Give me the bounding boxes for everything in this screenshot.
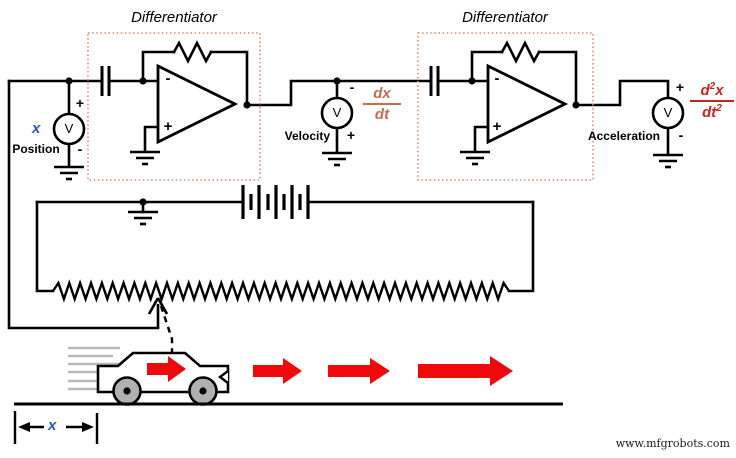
differentiator-2-label: Differentiator — [462, 9, 548, 26]
car — [96, 351, 230, 406]
acceleration-formula-bar — [690, 100, 734, 102]
acceleration-formula: d2x dt2 — [690, 81, 734, 121]
dimension-right-arrowhead-icon — [82, 422, 94, 432]
opamp-2-ground-icon — [460, 150, 490, 166]
differentiator-1-label: Differentiator — [131, 9, 217, 26]
position-minus-sign: - — [77, 141, 83, 157]
watermark: www.mfgrobots.com — [615, 437, 730, 450]
car-rear-notch — [218, 370, 229, 384]
position-meter-name: Position — [12, 142, 60, 156]
dimension-left-arrowhead-icon — [18, 422, 30, 432]
velocity-ground-icon — [322, 151, 352, 167]
velocity-arrow-3-icon — [418, 356, 513, 386]
velocity-arrow-2-icon — [328, 358, 390, 384]
velocity-formula-bar — [363, 103, 401, 105]
opamp-1 — [130, 63, 239, 166]
velocity-meter-name: Velocity — [284, 129, 330, 143]
opamp-2 — [460, 63, 569, 166]
opamp-1-noninverting-sign: + — [163, 118, 173, 135]
acceleration-voltmeter — [651, 81, 685, 169]
junction-dots — [65, 77, 580, 206]
velocity-voltmeter-symbol: V — [332, 105, 342, 120]
position-voltmeter-symbol: V — [64, 121, 74, 136]
potentiometer-wiper — [147, 297, 169, 328]
acceleration-meter-name: Acceleration — [587, 129, 660, 143]
differentiator-2-box — [417, 32, 594, 181]
velocity-plus-sign: + — [346, 127, 356, 143]
signal-wires — [7, 79, 670, 330]
velocity-arrow-1-icon — [253, 358, 302, 384]
differentiator-boxes — [87, 32, 594, 181]
velocity-voltmeter — [320, 81, 354, 167]
velocity-minus-sign: - — [349, 79, 355, 95]
velocity-formula: dx dt — [363, 85, 401, 123]
opamp-2-inverting-sign: - — [494, 70, 500, 87]
battery-loop-wires — [35, 200, 535, 293]
opamp-2-noninverting-sign: + — [492, 118, 502, 135]
wiper-to-car-dashed-link — [159, 305, 174, 353]
acceleration-plus-sign: + — [675, 79, 685, 95]
capacitor-2 — [429, 66, 440, 96]
acceleration-voltmeter-symbol: V — [663, 105, 673, 120]
position-voltmeter — [52, 81, 86, 181]
acceleration-formula-numerator: d2x — [700, 81, 724, 99]
velocity-formula-numerator: dx — [373, 85, 391, 102]
opamp-1-inverting-sign: - — [165, 70, 171, 87]
capacitor-1 — [100, 66, 111, 96]
acceleration-ground-icon — [653, 153, 683, 169]
acceleration-formula-denominator: dt2 — [702, 103, 722, 121]
position-plus-sign: + — [75, 95, 85, 111]
feedback-resistor-1 — [141, 40, 249, 107]
position-variable-label: x — [32, 120, 41, 137]
battery-ground-icon — [128, 210, 158, 226]
velocity-formula-denominator: dt — [374, 106, 390, 123]
battery-icon — [241, 185, 310, 219]
position-ground-icon — [54, 165, 84, 181]
acceleration-minus-sign: - — [678, 127, 684, 143]
car-motion-arrow-icon — [147, 356, 186, 382]
distance-dimension — [13, 411, 99, 444]
opamp-1-ground-icon — [130, 150, 160, 166]
velocity-arrows — [253, 356, 513, 386]
potentiometer-zigzag — [52, 279, 510, 303]
distance-variable-label: x — [48, 417, 57, 434]
feedback-resistor-2 — [470, 40, 578, 107]
